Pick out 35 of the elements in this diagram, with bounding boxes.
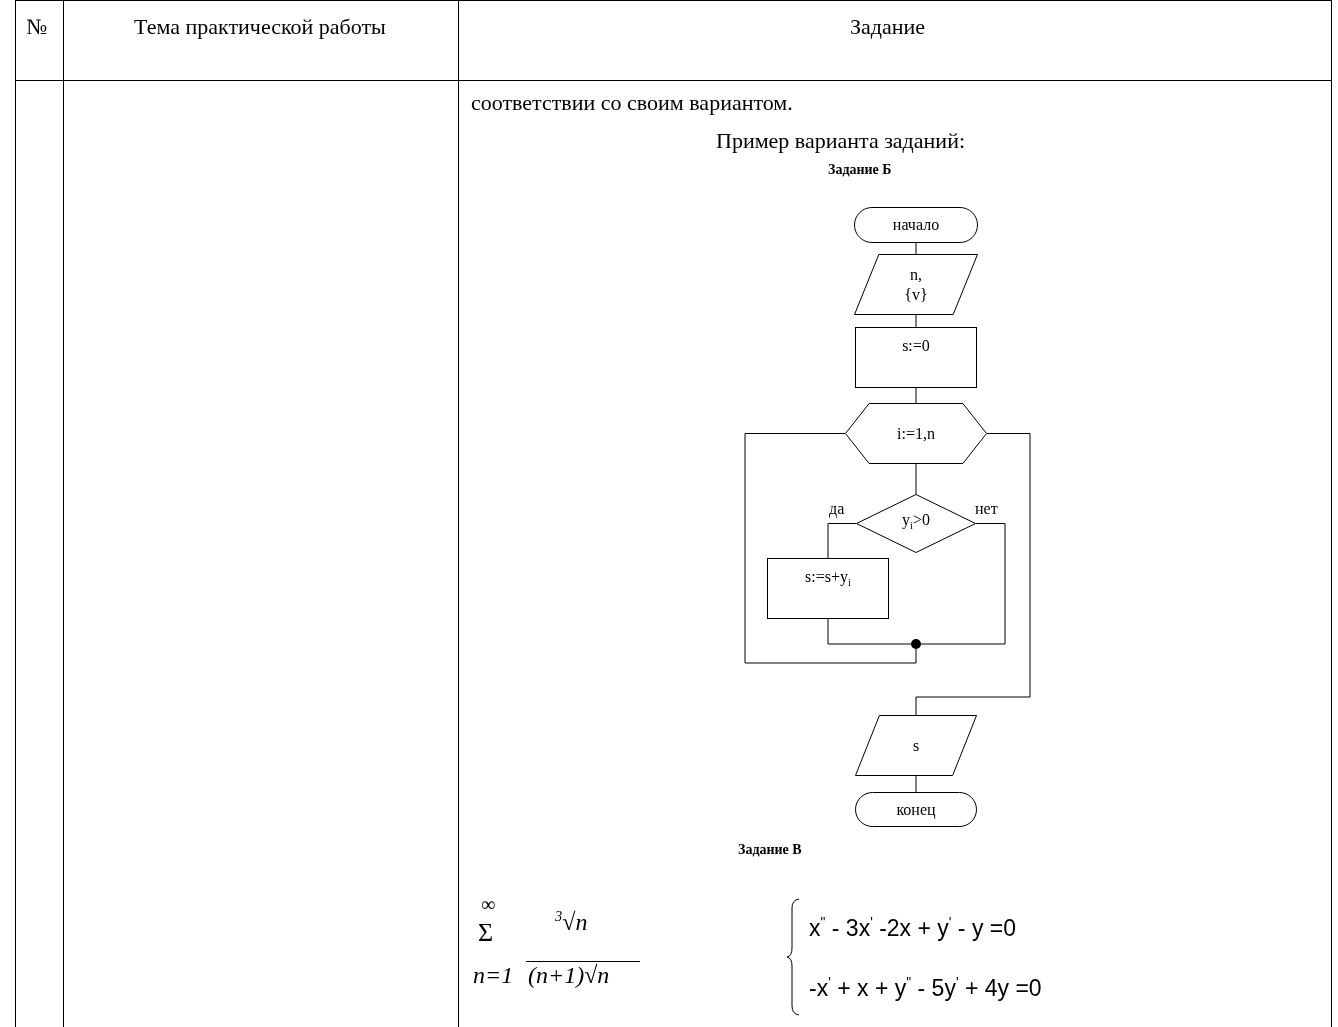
- connector-line: [827, 618, 912, 645]
- node-label: y$_{i}$>0: [902, 510, 930, 534]
- formula-text: ∞: [481, 893, 496, 916]
- node-label: i:=1,n: [897, 423, 935, 444]
- table-text: Пример варианта заданий:: [716, 128, 965, 154]
- formula-text: $^{3}$√n: [555, 908, 588, 936]
- connector-line: [915, 314, 917, 328]
- column-header: №: [26, 14, 47, 40]
- connector-line: [915, 387, 917, 404]
- task-heading: Задание В: [738, 842, 802, 858]
- process-box: [767, 558, 889, 619]
- formula-text: (n+1)√n: [528, 962, 610, 989]
- formula-text: Σ: [478, 918, 494, 948]
- node-label: s:=s+y$_{i}$: [805, 567, 851, 591]
- connector-line: [915, 775, 917, 793]
- node-label: s: [912, 735, 920, 756]
- formula-text: n=1: [473, 962, 514, 989]
- task-heading: Задание Б: [828, 162, 892, 178]
- equation-text: -x$^{'}$ + x + y$^{"}$ - 5y$^{'}$ + 4y =0: [809, 975, 1042, 1002]
- node-label: s:=0: [902, 336, 930, 356]
- connector-line: [744, 433, 917, 664]
- junction-dot: [911, 639, 921, 649]
- column-header: Задание: [850, 14, 926, 40]
- connector-line: [915, 463, 917, 495]
- equation-text: x$^{"}$ - 3x$^{'}$ -2x + y$^{'}$ - y =0: [809, 915, 1017, 942]
- connector-line: [915, 433, 1031, 716]
- node-label: конец: [896, 799, 936, 820]
- process-box: [855, 327, 977, 388]
- connector-line: [827, 523, 857, 559]
- node-label: n, {v}: [903, 264, 929, 305]
- connector-line: [920, 523, 1006, 645]
- column-header: Тема практической работы: [133, 14, 387, 40]
- table-text: соответствии со своим вариантом.: [471, 90, 793, 116]
- node-label: начало: [892, 215, 940, 235]
- connector-line: [915, 242, 917, 255]
